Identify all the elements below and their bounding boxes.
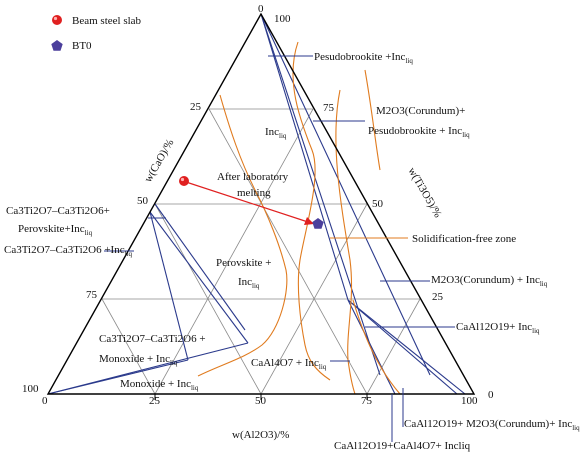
region-caal4o7-liq: CaAl4O7 + Incliq bbox=[251, 357, 327, 371]
ti3o5-tick-75: 75 bbox=[323, 102, 335, 114]
ti3o5-axis-ticks: 100 75 50 25 0 bbox=[274, 13, 494, 401]
svg-text:Pesudobrookite +Incliq: Pesudobrookite +Incliq bbox=[314, 51, 413, 65]
isothermal-curves-orange bbox=[197, 41, 401, 395]
grid-lines bbox=[101, 108, 421, 395]
red-sphere-icon bbox=[52, 15, 62, 25]
melting-arrow bbox=[185, 181, 314, 225]
al2o3-tick-50: 50 bbox=[255, 395, 267, 407]
ti3o5-tick-25: 25 bbox=[432, 291, 444, 303]
svg-text:M2O3(Corundum)+: M2O3(Corundum)+ bbox=[376, 105, 465, 117]
callout-corundum-pseudo: M2O3(Corundum)+ Pesudobrookite + Incliq bbox=[313, 105, 470, 139]
legend-item-beam: Beam steel slab bbox=[52, 15, 142, 27]
region-ca3ti2o7-mono-line2: Monoxide + Incliq bbox=[99, 353, 178, 367]
ti3o5-tick-50: 50 bbox=[372, 198, 384, 210]
legend-item-bt0: BT0 bbox=[51, 40, 92, 52]
tick-marks bbox=[154, 394, 368, 400]
svg-text:CaAl12O19+ Incliq: CaAl12O19+ Incliq bbox=[456, 321, 540, 335]
svg-text:Ca3Ti2O7–Ca3Ti2O6+: Ca3Ti2O7–Ca3Ti2O6+ bbox=[6, 205, 110, 217]
al2o3-axis-title: w(Al2O3)/% bbox=[232, 429, 289, 441]
legend: Beam steel slab BT0 bbox=[51, 15, 142, 52]
al2o3-tick-25: 25 bbox=[149, 395, 161, 407]
svg-text:Ca3Ti2O7–Ca3Ti2O6 +Incliq: Ca3Ti2O7–Ca3Ti2O6 +Incliq bbox=[4, 244, 132, 258]
legend-beam-label: Beam steel slab bbox=[72, 15, 142, 27]
al2o3-tick-100: 100 bbox=[461, 395, 478, 407]
callout-solidification-free: Solidification-free zone bbox=[330, 233, 516, 245]
cao-tick-50: 50 bbox=[137, 195, 149, 207]
al2o3-axis-ticks: 0 25 50 75 100 bbox=[42, 395, 478, 407]
cao-axis-ticks: 0 25 50 75 100 bbox=[22, 3, 264, 395]
al2o3-tick-75: 75 bbox=[361, 395, 373, 407]
svg-text:M2O3(Corundum) + Incliq: M2O3(Corundum) + Incliq bbox=[431, 274, 548, 288]
cao-tick-25: 25 bbox=[190, 101, 202, 113]
bt0-point bbox=[312, 218, 324, 229]
svg-text:Solidification-free zone: Solidification-free zone bbox=[412, 233, 516, 245]
svg-text:CaAl12O19+ M2O3(Corundum)+ Inc: CaAl12O19+ M2O3(Corundum)+ Incliq bbox=[404, 418, 580, 432]
region-perovskite-line1: Perovskite + bbox=[216, 257, 271, 269]
callout-ca3ti2o7-perovskite: Ca3Ti2O7–Ca3Ti2O6+ Perovskite+Incliq bbox=[6, 205, 166, 237]
cao-tick-100: 100 bbox=[22, 383, 39, 395]
callout-pseudobrookite: Pesudobrookite +Incliq bbox=[268, 51, 413, 65]
region-perovskite-line2: Incliq bbox=[238, 276, 260, 290]
callout-caal12o19-caal4o7: CaAl12O19+CaAl4O7+ Incliq bbox=[334, 394, 471, 452]
svg-text:CaAl12O19+CaAl4O7+ Incliq: CaAl12O19+CaAl4O7+ Incliq bbox=[334, 440, 471, 452]
al2o3-tick-0: 0 bbox=[42, 395, 48, 407]
phase-boundaries-blue bbox=[47, 13, 466, 395]
ti3o5-axis-title: w(Ti3O5)/% bbox=[405, 166, 443, 220]
arrow-label-line2: melting bbox=[237, 187, 271, 199]
cao-tick-75: 75 bbox=[86, 289, 98, 301]
pentagon-icon bbox=[51, 40, 63, 51]
arrow-label-line1: After laboratory bbox=[217, 171, 289, 183]
ti3o5-tick-0: 0 bbox=[488, 389, 494, 401]
cao-axis-title: w(CaO)/% bbox=[142, 137, 176, 184]
region-ca3ti2o7-mono-line1: Ca3Ti2O7–Ca3Ti2O6 + bbox=[99, 333, 206, 345]
legend-bt0-label: BT0 bbox=[72, 40, 92, 52]
region-monoxide-liq: Monoxide + Incliq bbox=[120, 378, 199, 392]
svg-text:Pesudobrookite + Incliq: Pesudobrookite + Incliq bbox=[368, 125, 470, 139]
callout-caal12o19-liq: CaAl12O19+ Incliq bbox=[365, 321, 540, 335]
callout-corundum-liq: M2O3(Corundum) + Incliq bbox=[380, 274, 548, 288]
ti3o5-tick-100: 100 bbox=[274, 13, 291, 25]
cao-tick-0: 0 bbox=[258, 3, 264, 15]
callout-ca3ti2o7-ca3ti2o6: Ca3Ti2O7–Ca3Ti2O6 +Incliq bbox=[4, 244, 134, 258]
callout-caal12o19-corundum: CaAl12O19+ M2O3(Corundum)+ Incliq bbox=[402, 388, 580, 432]
svg-text:Perovskite+Incliq: Perovskite+Incliq bbox=[18, 223, 93, 237]
region-inc-liq: Incliq bbox=[265, 126, 287, 140]
beam-steel-point bbox=[179, 176, 189, 186]
